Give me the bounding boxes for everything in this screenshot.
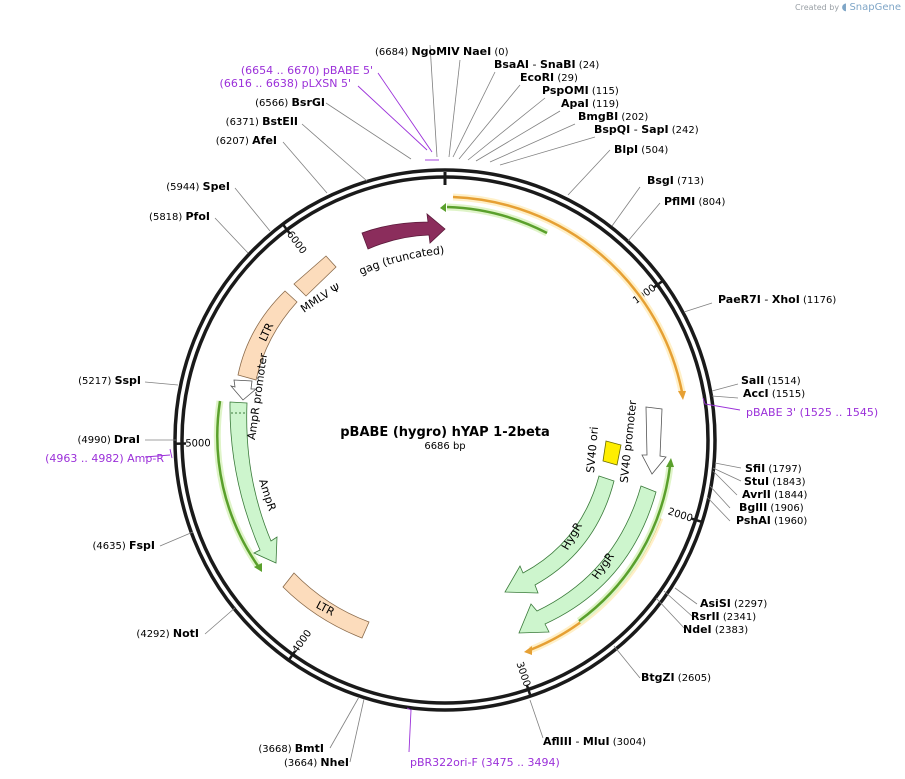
site-paer7i[interactable]: PaeR7I - XhoI (1176) [718, 293, 836, 306]
ruler-tick [653, 279, 665, 289]
feature-hygr-outer[interactable] [518, 485, 657, 634]
feature-ltr-left[interactable] [237, 290, 298, 381]
ruler-tick [691, 517, 704, 524]
site-afliii[interactable]: AflIII - MluI (3004) [543, 735, 646, 748]
site-bsteii[interactable]: (6371) BstEII [226, 115, 298, 128]
site-rsrii[interactable]: RsrII (2341) [691, 610, 756, 623]
site-bmgbi[interactable]: BmgBI (202) [578, 110, 648, 123]
site-bsaai[interactable]: BsaAI - SnaBI (24) [494, 58, 599, 71]
site-bglii[interactable]: BglII (1906) [739, 501, 804, 514]
feature-hygr-inner[interactable] [504, 475, 615, 594]
snapgene-credit: Created by ◖ SnapGene [795, 2, 901, 13]
site-pspomi[interactable]: PspOMI (115) [542, 84, 619, 97]
ruler-tick-label: 5000 [185, 438, 211, 449]
ruler-tick-label: 4000 [291, 628, 315, 655]
site-ecori[interactable]: EcoRI (29) [520, 71, 578, 84]
site-bsgi[interactable]: BsgI (713) [647, 174, 704, 187]
site-bsrgi[interactable]: (6566) BsrGI [255, 96, 325, 109]
orf-arcs [213, 193, 686, 655]
label-sv40-promoter: SV40 promoter [618, 399, 640, 483]
site-stui[interactable]: StuI (1843) [744, 475, 806, 488]
site-sfii[interactable]: SfiI (1797) [745, 462, 802, 475]
label-sv40-ori: SV40 ori [584, 426, 601, 473]
site-leaders [144, 44, 742, 763]
primer-plxsn-5[interactable]: (6616 .. 6638) pLXSN 5' [220, 77, 351, 90]
plasmid-name: pBABE (hygro) hYAP 1-2beta [340, 425, 550, 440]
site-asisi[interactable]: AsiSI (2297) [700, 597, 767, 610]
primer-pbr322ori-f[interactable]: pBR322ori-F (3475 .. 3494) [410, 756, 560, 769]
site-ndei[interactable]: NdeI (2383) [683, 623, 748, 636]
site-spei[interactable]: (5944) SpeI [166, 180, 230, 193]
primer-amp-r[interactable]: (4963 .. 4982) Amp-R [45, 452, 164, 465]
site-bmti[interactable]: (3668) BmtI [258, 742, 324, 755]
feature-ampr-promoter[interactable] [229, 379, 258, 401]
credit-prefix: Created by [795, 3, 840, 12]
site-naei[interactable]: NaeI (0) [463, 45, 509, 58]
site-acci[interactable]: AccI (1515) [743, 387, 805, 400]
feature-gag[interactable] [361, 213, 446, 250]
site-btgzi[interactable]: BtgZI (2605) [641, 671, 711, 684]
site-pfoi[interactable]: (5818) PfoI [149, 210, 210, 223]
site-bspqi[interactable]: BspQI - SapI (242) [594, 123, 699, 136]
ruler-tick [525, 685, 533, 698]
site-nhei[interactable]: (3664) NheI [284, 756, 349, 769]
feature-mmlv-psi[interactable] [293, 255, 337, 297]
feature-sv40-promoter[interactable] [641, 406, 667, 475]
plasmid-size: 6686 bp [424, 441, 465, 452]
ruler-tick [287, 650, 297, 662]
snapgene-logo-icon: ◖ [841, 2, 847, 13]
site-noti[interactable]: (4292) NotI [136, 627, 199, 640]
site-avrii[interactable]: AvrII (1844) [742, 488, 807, 501]
site-drai[interactable]: (4990) DraI [77, 433, 140, 446]
site-afei[interactable]: (6207) AfeI [216, 134, 277, 147]
site-pshai[interactable]: PshAI (1960) [736, 514, 807, 527]
credit-brand: SnapGene [849, 2, 901, 13]
feature-ltr-bottom[interactable] [282, 572, 370, 639]
site-ngomiv[interactable]: (6684) NgoMIV [375, 45, 460, 58]
site-apai[interactable]: ApaI (119) [561, 97, 619, 110]
site-pflmi[interactable]: PflMI (804) [664, 195, 725, 208]
ruler-tick-label: 2000 [666, 506, 694, 524]
ruler-tick-label: 6000 [284, 229, 308, 256]
svg-text:gag (truncated): gag (truncated) [357, 244, 445, 278]
ruler-tick [281, 222, 291, 234]
site-blpi[interactable]: BlpI (504) [614, 143, 668, 156]
site-sali[interactable]: SalI (1514) [741, 374, 801, 387]
site-fspi[interactable]: (4635) FspI [93, 539, 155, 552]
site-sspi[interactable]: (5217) SspI [78, 374, 141, 387]
ruler-tick-label: 3000 [514, 661, 532, 689]
feature-sv40-ori[interactable] [602, 440, 622, 466]
primer-pbabe-3[interactable]: pBABE 3' (1525 .. 1545) [746, 406, 878, 419]
primer-leaders [144, 72, 741, 753]
feature-ampr[interactable] [229, 401, 278, 564]
label-gag: gag (truncated) [357, 244, 445, 278]
primer-pbabe-5[interactable]: (6654 .. 6670) pBABE 5' [241, 64, 373, 77]
